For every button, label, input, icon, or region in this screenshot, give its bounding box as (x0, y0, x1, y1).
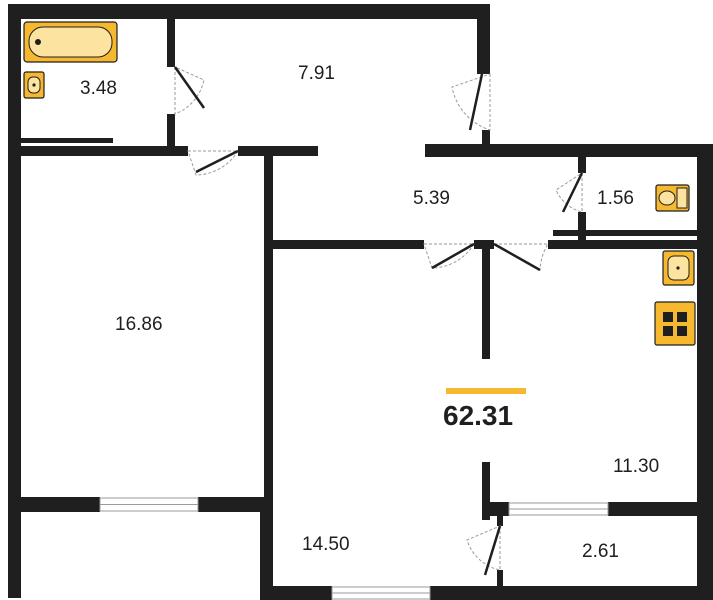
toilet-icon (655, 184, 690, 212)
stove-icon (654, 301, 696, 346)
kitchen-sink-icon (662, 250, 695, 286)
total-area-accent (446, 388, 526, 394)
bedroom-area-label: 16.86 (115, 314, 163, 335)
kitchen-area-label: 11.30 (613, 456, 659, 477)
bathroom-area-label: 3.48 (80, 78, 117, 99)
corridor-area-label: 5.39 (413, 188, 450, 209)
sink-icon (23, 71, 45, 99)
total-area-label: 62.31 (443, 400, 513, 431)
toilet-area-label: 1.56 (597, 188, 634, 209)
doors (173, 66, 584, 576)
windows (99, 497, 609, 600)
interior-walls (8, 19, 713, 588)
hallway-area-label: 7.91 (298, 63, 335, 84)
balcony-area-label: 2.61 (582, 541, 619, 562)
living-room-area-label: 14.50 (302, 534, 350, 555)
bathtub-icon (23, 21, 118, 63)
